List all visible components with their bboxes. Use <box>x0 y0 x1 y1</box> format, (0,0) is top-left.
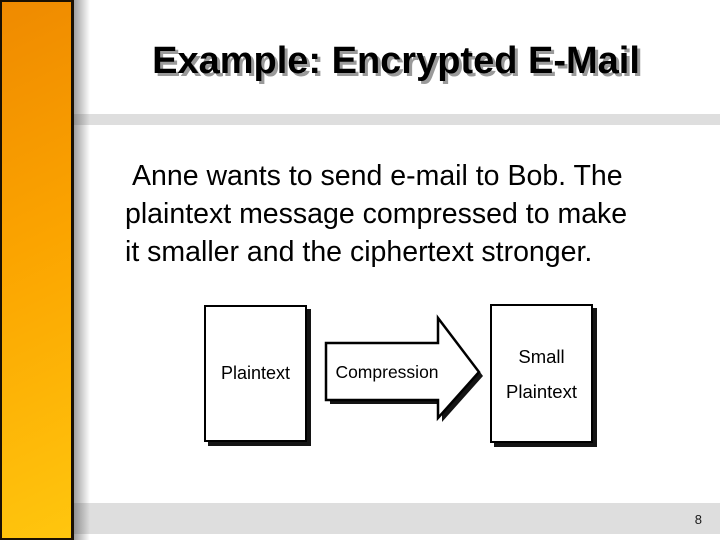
footer-bar: 8 <box>74 503 720 534</box>
body-line-3: it smaller and the ciphertext stronger. <box>125 236 593 268</box>
slide-title: Example: Encrypted E-Mail <box>152 40 640 82</box>
block-arrow-shape <box>324 314 481 422</box>
block-arrow-right-icon <box>324 314 483 422</box>
small-plaintext-box: Small Plaintext <box>490 304 593 443</box>
body-line-1: Anne wants to send e-mail to Bob. The <box>132 160 623 192</box>
body-paragraph: Anne wants to send e-mail to Bob. The pl… <box>125 157 627 271</box>
small-plaintext-label-line2: Plaintext <box>506 380 577 402</box>
page-number: 8 <box>694 512 702 527</box>
plaintext-box: Plaintext <box>204 305 307 442</box>
compression-arrow-label: Compression <box>335 362 439 382</box>
body-line-2: plaintext message compressed to make <box>125 198 628 230</box>
plaintext-box-label: Plaintext <box>220 363 291 383</box>
small-plaintext-label-line1: Small <box>518 345 565 367</box>
title-divider <box>74 114 720 125</box>
left-accent-bar <box>0 0 74 540</box>
